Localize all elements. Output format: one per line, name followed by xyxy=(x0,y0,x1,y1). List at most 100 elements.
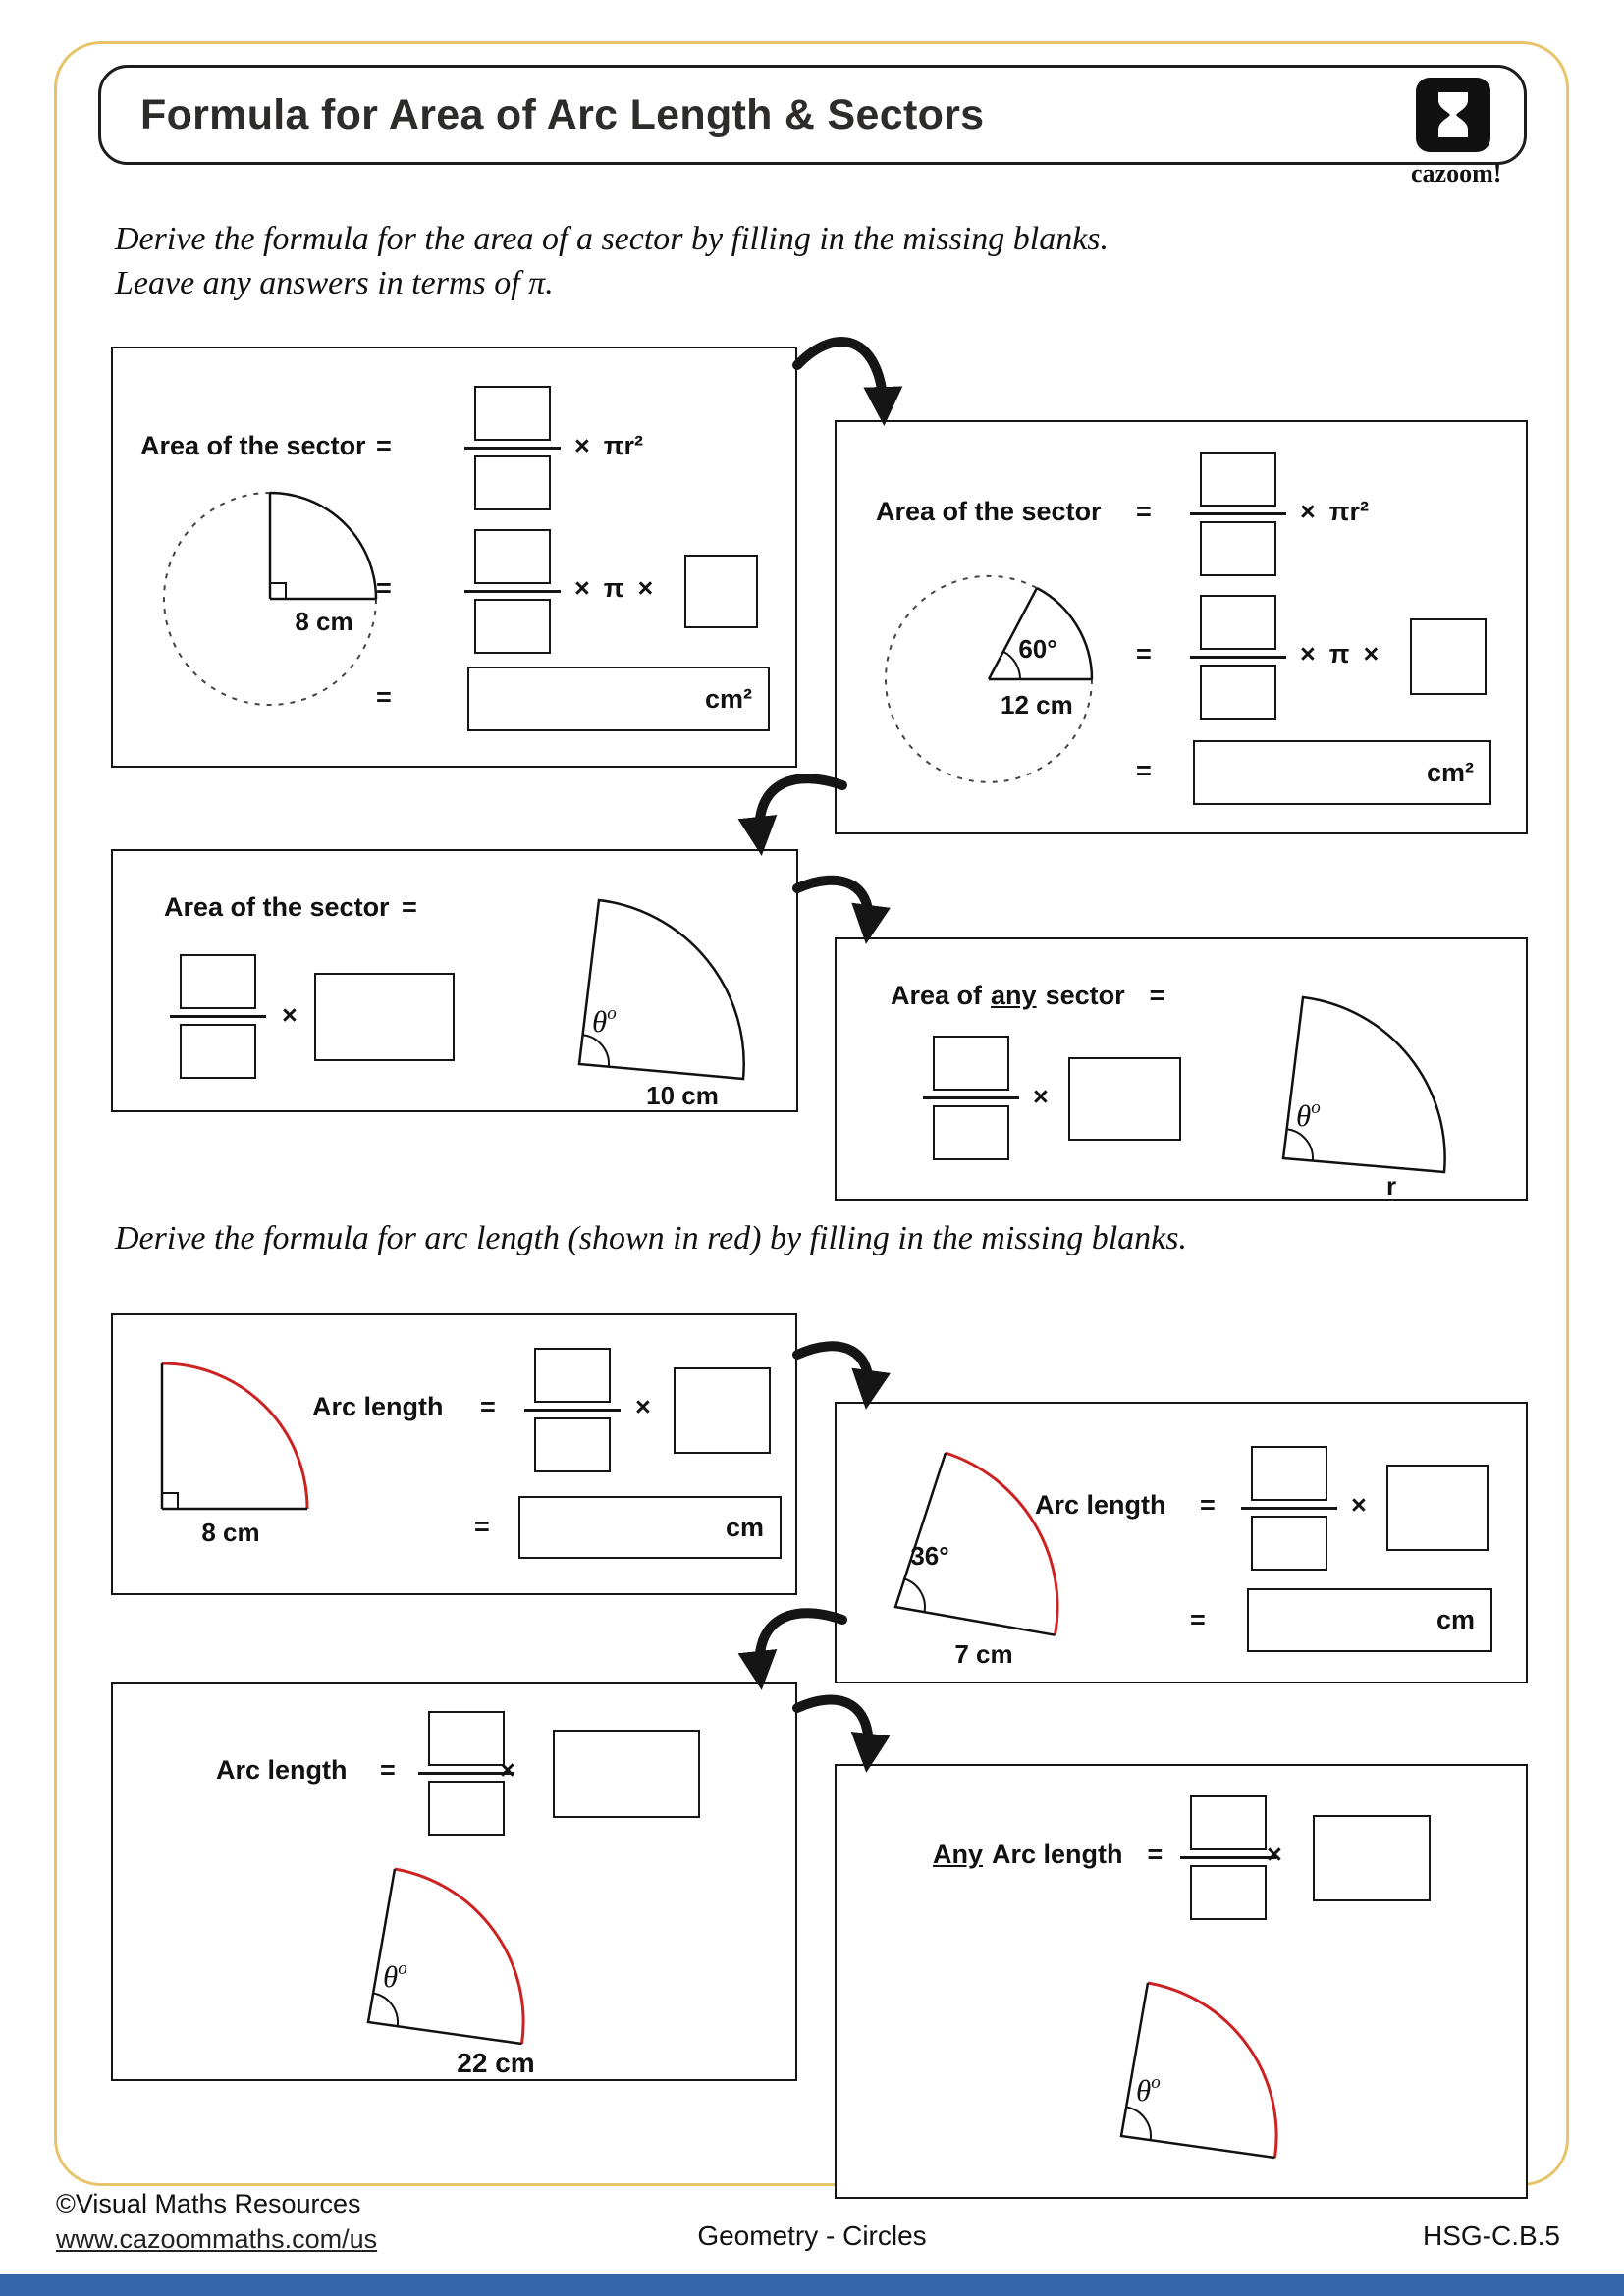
angle-label: 36° xyxy=(910,1541,948,1571)
theta-arc-diagram: θo xyxy=(1119,1981,1278,2160)
arc-length-box-7: Arc length = × θo 22 cm xyxy=(111,1682,797,2081)
denominator-blank-box xyxy=(1200,665,1276,720)
fraction-blank xyxy=(464,386,561,510)
worksheet-code: HSG-C.B.5 xyxy=(1422,2220,1560,2251)
fraction-blank xyxy=(170,954,266,1079)
denominator-blank-box xyxy=(428,1781,505,1836)
unit-label: cm xyxy=(1435,1605,1475,1634)
theta-angle-label: θo xyxy=(592,1003,617,1039)
times-pi-r-squared: × πr² xyxy=(574,431,643,461)
denominator-blank-box xyxy=(534,1417,611,1472)
website-link[interactable]: www.cazoommaths.com/us xyxy=(56,2223,378,2254)
fraction-blank xyxy=(418,1711,514,1836)
radius-label: 8 cm xyxy=(295,607,352,636)
sector-area-box-4: Area of any sector = × θo r xyxy=(835,937,1528,1201)
answer-blank-box xyxy=(1410,618,1487,695)
theta-angle-label: θo xyxy=(383,1958,407,1994)
fraction-bar xyxy=(464,447,561,450)
radius-label: 10 cm xyxy=(646,1081,719,1110)
right-angle-mark xyxy=(270,582,287,599)
result-box: cm² xyxy=(467,667,770,731)
box5-label: Arc length xyxy=(312,1392,444,1421)
angle-arc xyxy=(1126,2106,1152,2141)
label-any: any xyxy=(991,981,1037,1010)
numerator-blank-box xyxy=(180,954,256,1009)
result-box: cm xyxy=(518,1496,782,1559)
fraction-blank xyxy=(464,529,561,654)
red-arc xyxy=(394,1867,525,2045)
quarter-sector-circle-diagram: 8 cm xyxy=(163,491,378,706)
fraction-bar xyxy=(464,590,561,593)
numerator-blank-box xyxy=(1200,595,1276,650)
box3-label: Area of the sector xyxy=(164,892,390,922)
box6-label: Arc length xyxy=(1035,1490,1166,1520)
sector-radii xyxy=(987,587,1092,681)
answer-blank-box xyxy=(674,1367,771,1454)
footer-left-block: ©Visual Maths Resources www.cazoommaths.… xyxy=(56,2187,377,2257)
times-sign: × xyxy=(1267,1840,1282,1869)
numerator-blank-box xyxy=(1200,452,1276,507)
angle-label: 60° xyxy=(1018,634,1056,664)
equals-sign: = xyxy=(480,1392,496,1421)
fraction-bar xyxy=(1190,512,1286,515)
footer-subject: Geometry - Circles xyxy=(697,2220,927,2251)
page-decorative-border xyxy=(54,41,1569,2186)
sector-area-box-3: Area of the sector = × θo 10 cm xyxy=(111,849,798,1112)
label-suffix: Arc length xyxy=(992,1840,1123,1869)
numerator-blank-box xyxy=(428,1711,505,1766)
radius-label: 7 cm xyxy=(954,1639,1012,1669)
unit-label: cm² xyxy=(1426,757,1474,787)
equals-sign: = xyxy=(1200,1490,1216,1520)
answer-blank-box xyxy=(1386,1465,1489,1551)
arc-length-box-6: 36° 7 cm Arc length = × = cm xyxy=(835,1402,1528,1683)
denominator-blank-box xyxy=(1251,1516,1327,1571)
fraction-blank xyxy=(1180,1795,1276,1920)
equals-sign: = xyxy=(1136,497,1152,526)
result-box: cm² xyxy=(1193,740,1491,805)
cazoom-logo-text: cazoom! xyxy=(1411,159,1502,187)
radius-label: 12 cm xyxy=(1001,690,1073,720)
red-arc xyxy=(1147,1981,1278,2159)
times-sign: × xyxy=(282,1000,298,1030)
copyright-text: ©Visual Maths Resources xyxy=(56,2189,361,2218)
equals-sign: = xyxy=(1136,639,1152,668)
box1-label: Area of the sector xyxy=(140,431,366,460)
label-prefix: Area of xyxy=(891,981,983,1010)
times-sign: × xyxy=(1351,1490,1367,1520)
times-pi-times: × π × xyxy=(574,573,653,604)
instruction-line-3: Derive the formula for arc length (shown… xyxy=(115,1220,1187,1256)
times-sign: × xyxy=(1300,639,1316,668)
fraction-bar xyxy=(170,1015,266,1018)
theta-arc-diagram: θo 22 cm xyxy=(366,1867,535,2078)
box2-label: Area of the sector xyxy=(876,497,1102,526)
angle-arc xyxy=(1286,1128,1314,1161)
denominator-blank-box xyxy=(474,599,551,654)
times-sign: × xyxy=(637,573,654,603)
times-sign: × xyxy=(574,431,590,460)
instruction-section-2: Derive the formula for arc length (shown… xyxy=(115,1217,1187,1261)
denominator-blank-box xyxy=(933,1105,1009,1160)
denominator-blank-box xyxy=(1200,521,1276,576)
sector-outline xyxy=(1281,995,1446,1174)
answer-blank-box xyxy=(314,973,455,1061)
times-sign: × xyxy=(635,1392,651,1421)
dashed-circle xyxy=(885,574,1093,783)
numerator-blank-box xyxy=(933,1036,1009,1091)
sector-arc xyxy=(1036,586,1094,680)
denominator-blank-box xyxy=(1190,1865,1267,1920)
radius-label: 22 cm xyxy=(457,2048,534,2078)
cazoom-logo-icon xyxy=(1416,78,1490,152)
numerator-blank-box xyxy=(534,1348,611,1403)
angle-arc xyxy=(582,1034,610,1067)
answer-blank-box xyxy=(553,1730,700,1818)
equals-sign: = xyxy=(376,431,392,460)
cazoom-logo: cazoom! xyxy=(1411,77,1502,188)
times-sign: × xyxy=(1300,497,1316,526)
thirty-six-degree-arc-diagram: 36° 7 cm xyxy=(893,1451,1059,1669)
red-arc xyxy=(945,1451,1059,1635)
sector-radii xyxy=(160,1363,307,1511)
theta-sector-diagram: θo r xyxy=(1281,995,1446,1201)
bottom-accent-bar xyxy=(0,2274,1624,2296)
pi-r-squared-label: πr² xyxy=(1328,497,1369,526)
numerator-blank-box xyxy=(474,529,551,584)
